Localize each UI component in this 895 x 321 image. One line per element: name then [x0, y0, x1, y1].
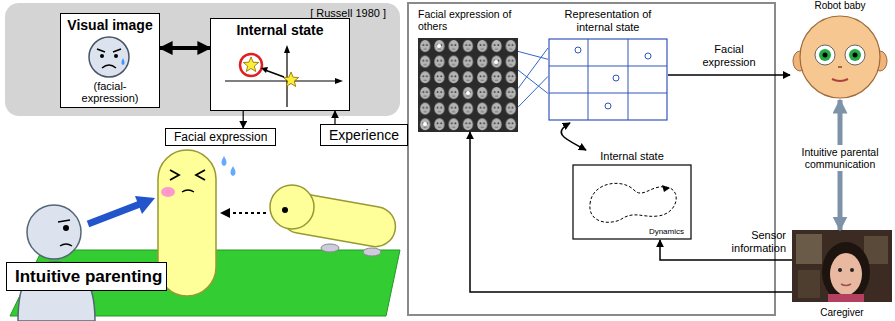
- theory-panel: [ Russell 1980 ] Visual image (facial-exp…: [5, 3, 400, 116]
- connector-arrow: [160, 46, 210, 50]
- representation-grid: [548, 38, 668, 122]
- visual-image-box: Visual image (facial-expression): [60, 13, 160, 108]
- figure-label: Robot baby: [814, 0, 865, 11]
- dynamics-label: Dynamics: [649, 227, 684, 236]
- connector-label: Facial expression: [689, 43, 769, 68]
- caregiver-photo: [792, 230, 892, 302]
- box-label: Facial expression: [174, 130, 267, 144]
- robot-baby: Robot baby: [790, 0, 890, 100]
- connector-label: Sensor information: [700, 229, 786, 254]
- caption-box: Intuitive parenting: [6, 262, 167, 291]
- process-box: Experience: [320, 124, 408, 146]
- face-image-grid: [418, 38, 518, 132]
- representation-grid: Representation of internal state: [548, 8, 668, 122]
- internal-state-box: Internal state: [210, 18, 350, 111]
- approach-arrow: [220, 208, 266, 218]
- box-title: Visual image: [67, 17, 152, 33]
- crawling-figure: [270, 185, 399, 256]
- connector-arrow: [470, 132, 792, 292]
- figure-label: Caregiver: [820, 307, 863, 318]
- connector-label: Intuitive parental communication: [797, 145, 883, 171]
- baby-figure: [158, 150, 236, 296]
- box-label: Intuitive parenting: [15, 267, 127, 286]
- connector-arrow: [334, 111, 335, 124]
- connector-arrow: [668, 74, 790, 76]
- connector-arrow: [561, 123, 586, 150]
- connector-arrow: [243, 111, 244, 128]
- box-caption: (facial-expression): [74, 80, 146, 104]
- reference-label: [ Russell 1980 ]: [5, 7, 386, 19]
- internal-state-box: Internal stateDynamics: [572, 150, 692, 240]
- grid-heading: Representation of internal state: [548, 8, 668, 33]
- caregiver: Caregiver: [792, 230, 892, 318]
- process-box: Facial expression: [165, 128, 276, 146]
- box-label: Experience: [329, 127, 399, 143]
- connector-arrow: [518, 48, 548, 107]
- face-grid: Facial expression of others: [418, 8, 518, 132]
- box-title: Internal state: [211, 22, 349, 38]
- robot-baby-face: [790, 13, 890, 99]
- parenting-arrow: [88, 196, 155, 224]
- model-frame: [408, 3, 775, 315]
- grid-heading: Facial expression of others: [418, 8, 518, 32]
- box-heading: Internal state: [600, 150, 664, 163]
